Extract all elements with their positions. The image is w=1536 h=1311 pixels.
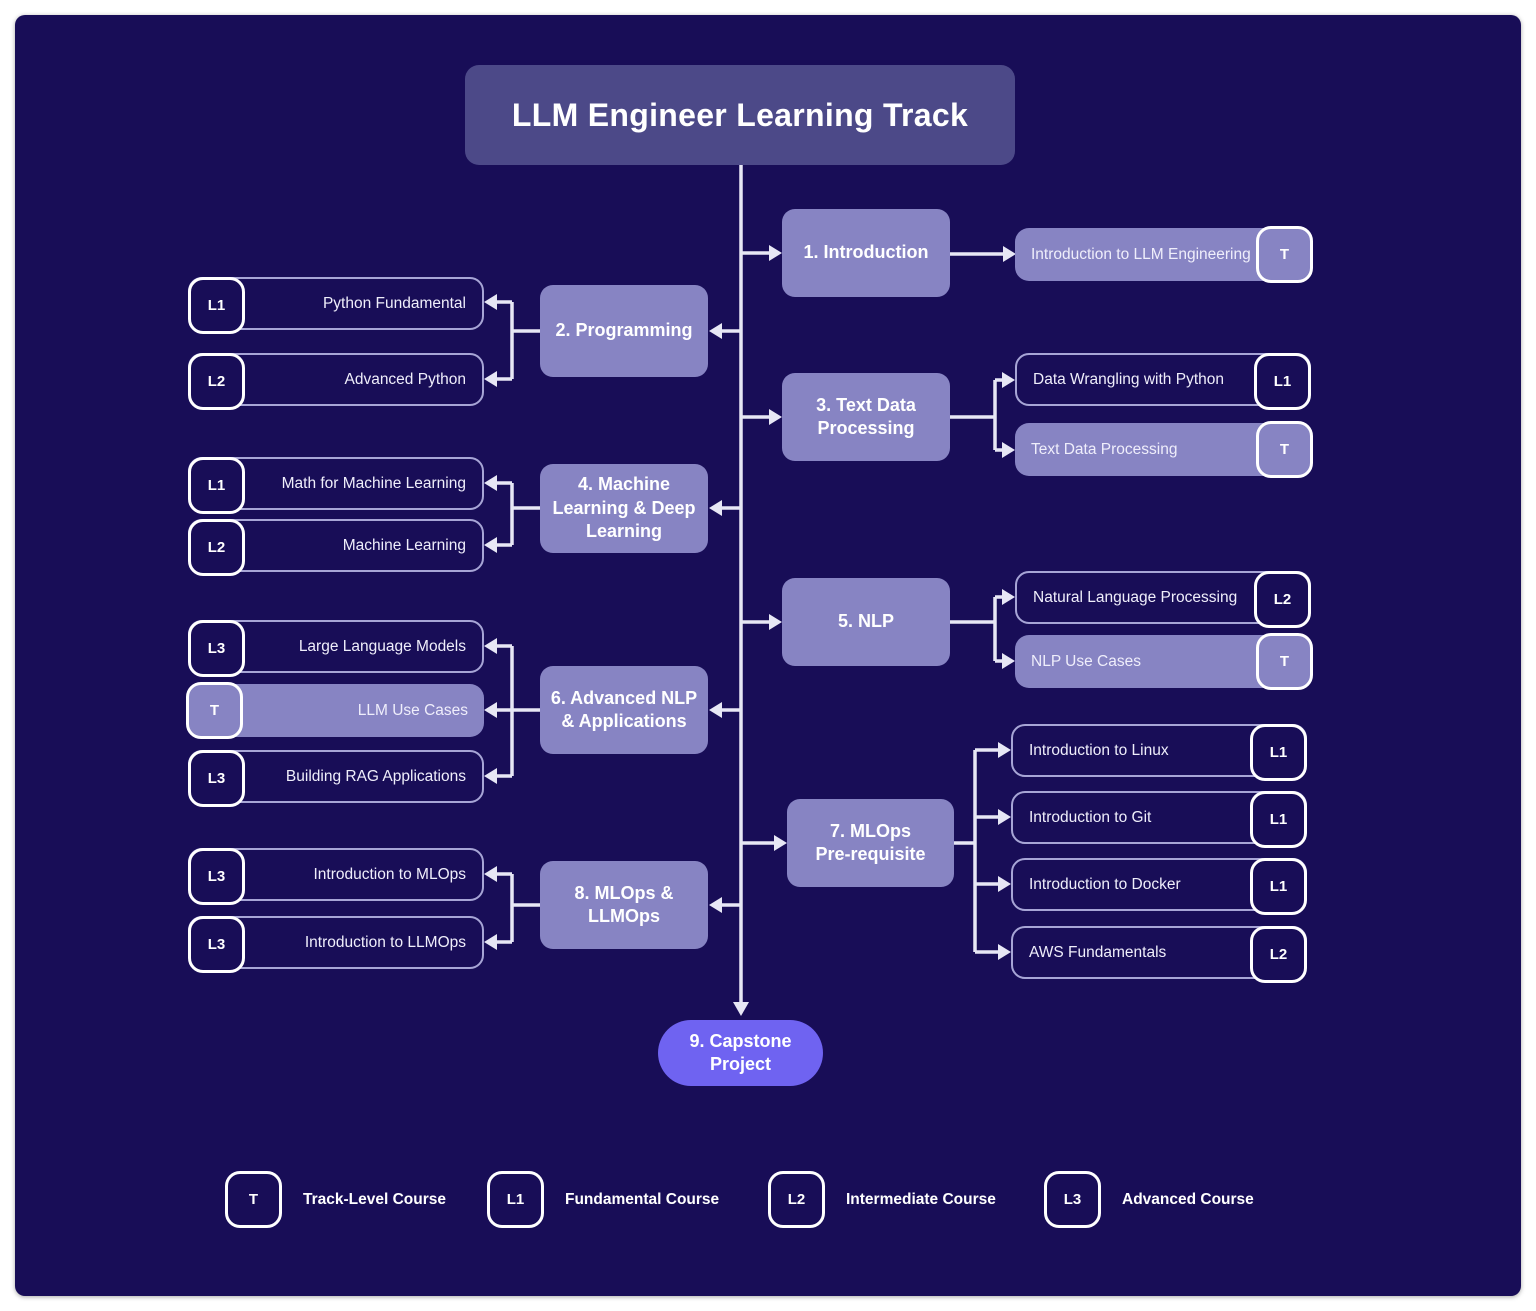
course-nlp-use-cases: NLP Use Cases T	[1015, 633, 1313, 690]
legend-label: Advanced Course	[1122, 1190, 1254, 1208]
course-llm-use-cases: T LLM Use Cases	[186, 682, 484, 739]
legend-track-level-course: T Track-Level Course	[225, 1171, 446, 1228]
course-label: Introduction to LLMOps	[304, 933, 466, 951]
course-math-for-machine-learning: L1 Math for Machine Learning	[188, 457, 484, 514]
level-badge: L3	[188, 750, 245, 807]
legend-advanced-course: L3 Advanced Course	[1044, 1171, 1254, 1228]
course-intro-mlops: L3 Introduction to MLOps	[188, 848, 484, 905]
level-badge: L1	[188, 457, 245, 514]
level-badge: L2	[1250, 926, 1307, 983]
level-badge: L1	[1254, 353, 1311, 410]
node-mlops-llmops: 8. MLOps & LLMOps	[540, 861, 708, 949]
node-text-data-processing: 3. Text Data Processing	[782, 373, 950, 461]
course-label: Natural Language Processing	[1033, 588, 1238, 606]
course-label: Introduction to Docker	[1029, 875, 1181, 893]
course-advanced-python: L2 Advanced Python	[188, 353, 484, 410]
level-badge: L1	[188, 277, 245, 334]
course-natural-language-processing: Natural Language Processing L2	[1015, 571, 1311, 628]
node-machine-learning-deep-learning: 4. Machine Learning & Deep Learning	[540, 464, 708, 553]
course-python-fundamental: L1 Python Fundamental	[188, 277, 484, 334]
level-badge: L3	[188, 848, 245, 905]
level-badge: T	[186, 682, 243, 739]
level-badge: T	[225, 1171, 282, 1228]
course-machine-learning: L2 Machine Learning	[188, 519, 484, 576]
level-badge: T	[1256, 421, 1313, 478]
level-badge: L2	[188, 519, 245, 576]
legend-label: Fundamental Course	[565, 1190, 720, 1208]
level-badge: L3	[188, 916, 245, 973]
node-advanced-nlp-applications: 6. Advanced NLP & Applications	[540, 666, 708, 754]
course-aws-fundamentals: AWS Fundamentals L2	[1011, 926, 1307, 983]
level-badge: L1	[1250, 724, 1307, 781]
course-intro-git: Introduction to Git L1	[1011, 791, 1307, 848]
course-label: Introduction to Git	[1029, 808, 1152, 826]
course-label: Building RAG Applications	[285, 767, 466, 785]
course-label: Machine Learning	[342, 536, 466, 554]
course-intro-docker: Introduction to Docker L1	[1011, 858, 1307, 915]
course-text-data-processing: Text Data Processing T	[1015, 421, 1313, 478]
course-intro-llm-engineering: Introduction to LLM Engineering T	[1015, 226, 1313, 283]
course-label: Text Data Processing	[1031, 440, 1178, 458]
level-badge: L2	[188, 353, 245, 410]
node-mlops-prerequisite: 7. MLOps Pre-requisite	[787, 799, 954, 887]
level-badge: L1	[487, 1171, 544, 1228]
course-data-wrangling-python: Data Wrangling with Python L1	[1015, 353, 1311, 410]
level-badge: L2	[1254, 571, 1311, 628]
course-large-language-models: L3 Large Language Models	[188, 620, 484, 677]
course-label: Introduction to Linux	[1029, 741, 1169, 759]
node-nlp: 5. NLP	[782, 578, 950, 666]
course-label: Advanced Python	[344, 370, 466, 388]
course-label: Introduction to LLM Engineering	[1031, 245, 1251, 263]
course-intro-linux: Introduction to Linux L1	[1011, 724, 1307, 781]
course-label: Introduction to MLOps	[313, 865, 467, 883]
level-badge: L1	[1250, 858, 1307, 915]
course-label: Python Fundamental	[322, 294, 466, 312]
node-introduction: 1. Introduction	[782, 209, 950, 297]
level-badge: L3	[1044, 1171, 1101, 1228]
course-label: LLM Use Cases	[357, 701, 468, 719]
course-label: AWS Fundamentals	[1029, 943, 1167, 961]
node-capstone-project: 9. Capstone Project	[658, 1020, 823, 1086]
level-badge: L3	[188, 620, 245, 677]
node-programming: 2. Programming	[540, 285, 708, 377]
level-badge: L1	[1250, 791, 1307, 848]
course-label: Data Wrangling with Python	[1033, 370, 1224, 388]
level-badge: T	[1256, 226, 1313, 283]
legend-fundamental-course: L1 Fundamental Course	[487, 1171, 719, 1228]
level-badge: L2	[768, 1171, 825, 1228]
legend-intermediate-course: L2 Intermediate Course	[768, 1171, 996, 1228]
course-intro-llmops: L3 Introduction to LLMOps	[188, 916, 484, 973]
course-label: Large Language Models	[298, 637, 466, 655]
legend-label: Track-Level Course	[303, 1190, 447, 1208]
course-label: Math for Machine Learning	[281, 474, 466, 492]
level-badge: T	[1256, 633, 1313, 690]
course-label: NLP Use Cases	[1031, 652, 1141, 670]
legend-label: Intermediate Course	[846, 1190, 996, 1208]
page-title: LLM Engineer Learning Track	[465, 65, 1015, 165]
course-building-rag-applications: L3 Building RAG Applications	[188, 750, 484, 807]
